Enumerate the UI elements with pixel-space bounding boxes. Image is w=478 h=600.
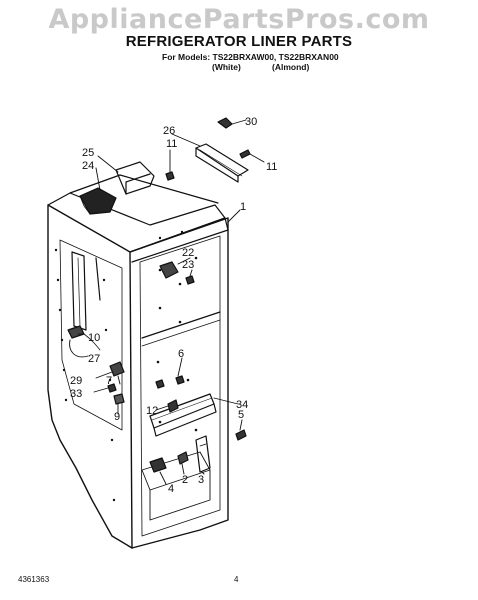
site-watermark: AppliancePartsPros.com <box>48 4 430 35</box>
part-2-clip <box>177 451 189 475</box>
callout-25: 25 <box>82 147 94 159</box>
part-24-lamp-socket <box>79 167 117 215</box>
callout-10: 10 <box>88 332 100 344</box>
callout-27: 27 <box>88 353 100 365</box>
document-number: 4361363 <box>18 575 50 584</box>
part-30-clip <box>217 117 247 129</box>
part-7-clip <box>117 375 121 385</box>
callout-6: 6 <box>178 348 184 360</box>
page-number: 4 <box>234 575 239 584</box>
part-4-pad <box>149 457 167 485</box>
callout-3: 3 <box>198 474 204 486</box>
callout-7: 7 <box>106 375 112 387</box>
part-9-bracket <box>113 393 125 415</box>
part-11-screw-right <box>239 149 265 163</box>
variant-white-label: (White) <box>212 62 241 72</box>
part-23-screw <box>185 269 195 285</box>
variant-almond-label: (Almond) <box>272 62 310 72</box>
part-5-screw <box>235 419 247 441</box>
part-22-bracket <box>159 257 191 279</box>
refrigerator-liner-shell <box>47 174 229 549</box>
callout-11-right: 11 <box>266 161 277 173</box>
callout-23: 23 <box>182 259 194 271</box>
models-line: For Models: TS22BRXAW00, TS22BRXAN00 <box>162 52 339 62</box>
part-6-fasteners <box>155 357 185 389</box>
page-title: REFRIGERATOR LINER PARTS <box>125 33 353 50</box>
part-27-wire <box>69 339 89 358</box>
part-3-bracket <box>195 435 211 475</box>
callout-33: 33 <box>70 388 82 400</box>
part-26-rail <box>171 133 249 183</box>
callout-29: 29 <box>70 375 82 387</box>
callout-11-left: 11 <box>166 138 177 150</box>
callout-30: 30 <box>245 116 257 128</box>
part-25-housing <box>97 155 155 195</box>
callout-1: 1 <box>240 201 246 213</box>
callout-4: 4 <box>168 483 174 495</box>
part-12-fastener <box>155 399 179 413</box>
callout-5: 5 <box>238 409 244 421</box>
part-11-screw-left <box>165 149 175 181</box>
part-34-shelf-rail <box>149 393 239 437</box>
part-29-switch <box>95 361 125 379</box>
callout-12: 12 <box>146 405 158 417</box>
callout-24: 24 <box>82 160 94 172</box>
callout-34: 34 <box>236 399 248 411</box>
callout-22: 22 <box>182 247 194 259</box>
callout-9: 9 <box>114 411 120 423</box>
part-33-screw <box>93 383 117 393</box>
callout-26: 26 <box>163 125 175 137</box>
callout-2: 2 <box>182 474 188 486</box>
